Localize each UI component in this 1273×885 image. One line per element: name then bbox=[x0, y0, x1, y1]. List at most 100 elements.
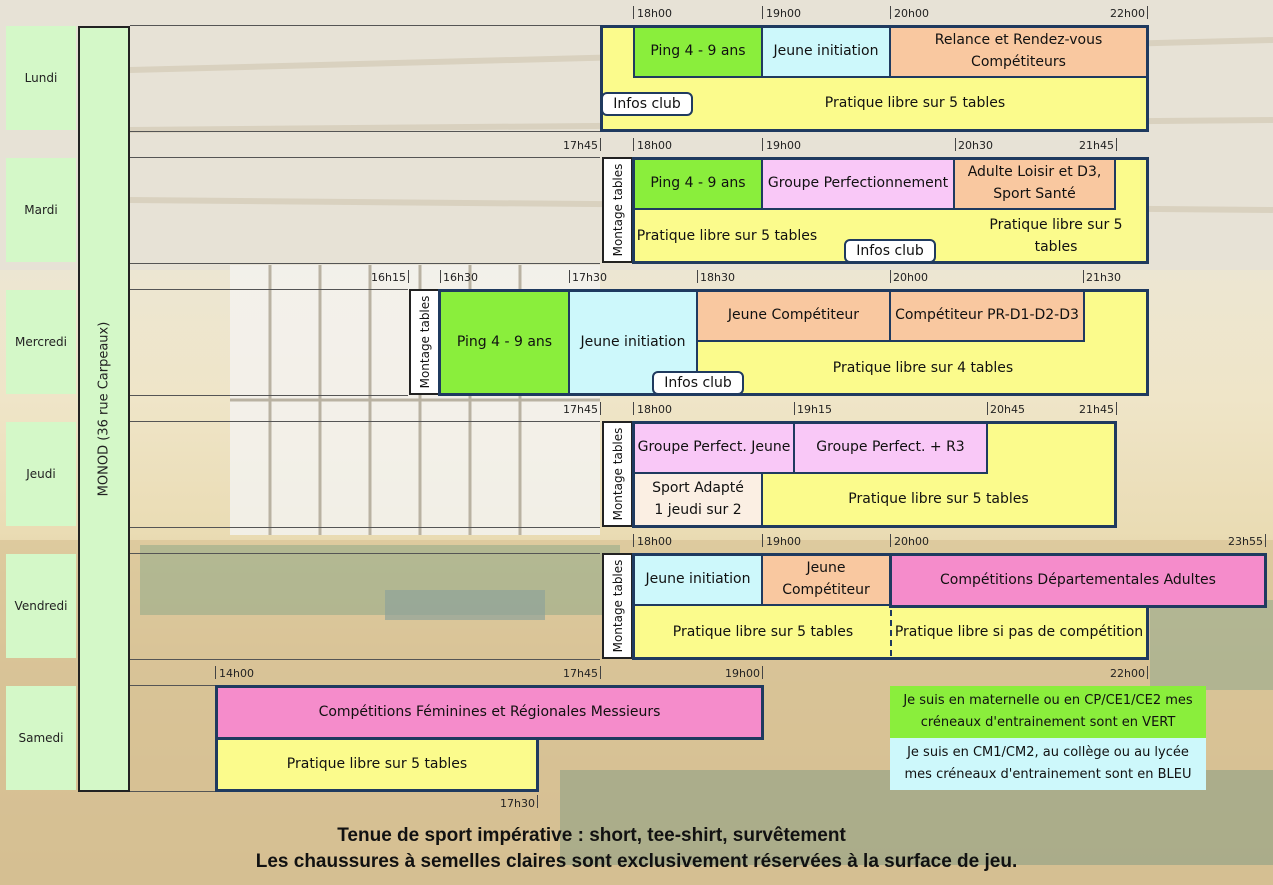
row-line bbox=[130, 685, 215, 686]
slot-mardi-groupe-perfectionnement: Groupe Perfectionnement bbox=[763, 160, 955, 210]
slot-mercredi-ping-4-9: Ping 4 - 9 ans bbox=[441, 292, 570, 393]
time-tick: 20h30 bbox=[958, 139, 993, 152]
slot-samedi-competitions: Compétitions Féminines et Régionales Mes… bbox=[215, 685, 764, 740]
slot-lundi-pratique-libre: Pratique libre sur 5 tables bbox=[700, 80, 1130, 128]
tick-mark bbox=[600, 402, 601, 415]
time-tick: 18h30 bbox=[700, 271, 735, 284]
tick-mark bbox=[537, 795, 538, 808]
time-tick: 19h00 bbox=[725, 667, 760, 680]
time-tick: 19h00 bbox=[766, 139, 801, 152]
day-label-mercredi: Mercredi bbox=[6, 290, 76, 394]
time-tick: 21h30 bbox=[1086, 271, 1121, 284]
montage-label: Montage tables bbox=[610, 559, 625, 653]
dashed-divider bbox=[890, 610, 892, 656]
tick-mark bbox=[762, 138, 763, 151]
time-tick: 21h45 bbox=[1079, 139, 1114, 152]
montage-label: Montage tables bbox=[610, 163, 625, 257]
legend-green-line2: créneaux d'entrainement sont en VERT bbox=[920, 715, 1176, 730]
montage-label: Montage tables bbox=[610, 427, 625, 521]
day-label-mardi: Mardi bbox=[6, 158, 76, 262]
time-tick: 19h00 bbox=[766, 7, 801, 20]
time-tick: 22h00 bbox=[1110, 667, 1145, 680]
time-tick: 17h30 bbox=[572, 271, 607, 284]
slot-lundi-jeune-initiation: Jeune initiation bbox=[763, 28, 891, 78]
slot-vendredi-jeune-competiteur: Jeune Compétiteur bbox=[763, 556, 891, 606]
tick-mark bbox=[600, 138, 601, 151]
tick-mark bbox=[890, 270, 891, 283]
tick-mark bbox=[890, 534, 891, 547]
tick-mark bbox=[1116, 402, 1117, 415]
tick-mark bbox=[762, 666, 763, 679]
tick-mark bbox=[987, 402, 988, 415]
day-label-lundi: Lundi bbox=[6, 26, 76, 130]
time-tick: 19h15 bbox=[797, 403, 832, 416]
slot-jeudi-groupe-perfect-jeune: Groupe Perfect. Jeune bbox=[635, 424, 795, 474]
slot-vendredi-pratique-libre-si-pas-competition: Pratique libre si pas de compétition bbox=[892, 610, 1146, 656]
slot-lundi-ping-4-9: Ping 4 - 9 ans bbox=[635, 28, 763, 78]
time-tick: 20h00 bbox=[893, 271, 928, 284]
row-line bbox=[130, 263, 600, 264]
slot-label-line2: Compétiteur bbox=[782, 582, 870, 598]
footer-text-2: Les chaussures à semelles claires sont e… bbox=[255, 851, 1018, 872]
infos-club-badge: Infos club bbox=[601, 92, 693, 116]
row-line bbox=[130, 395, 408, 396]
slot-lundi-relance: Relance et Rendez-vous Compétiteurs bbox=[891, 28, 1146, 78]
montage-tables-mercredi: Montage tables bbox=[409, 289, 440, 395]
row-line bbox=[130, 131, 600, 132]
time-tick: 17h30 bbox=[500, 797, 535, 810]
day-label-samedi: Samedi bbox=[6, 686, 76, 790]
slot-samedi-pratique-libre: Pratique libre sur 5 tables bbox=[215, 737, 539, 792]
tick-mark bbox=[440, 270, 441, 283]
slot-label-line1: Adulte Loisir et D3, bbox=[967, 164, 1102, 181]
day-label-vendredi: Vendredi bbox=[6, 554, 76, 658]
tick-mark bbox=[633, 402, 634, 415]
slot-jeudi-sport-adapte: Sport Adapté 1 jeudi sur 2 bbox=[635, 474, 763, 525]
slot-vendredi-jeune-initiation: Jeune initiation bbox=[635, 556, 763, 606]
time-tick: 17h45 bbox=[563, 667, 598, 680]
day-label-jeudi: Jeudi bbox=[6, 422, 76, 526]
tick-mark bbox=[215, 666, 216, 679]
slot-jeudi-groupe-perfect-r3: Groupe Perfect. + R3 bbox=[795, 424, 988, 474]
tick-mark bbox=[633, 534, 634, 547]
time-tick: 17h45 bbox=[563, 403, 598, 416]
time-tick: 22h00 bbox=[1110, 7, 1145, 20]
time-tick: 18h00 bbox=[637, 139, 672, 152]
tick-mark bbox=[1265, 534, 1266, 547]
tick-mark bbox=[1147, 666, 1148, 679]
legend-blue: Je suis en CM1/CM2, au collège ou au lyc… bbox=[890, 738, 1206, 790]
row-line bbox=[130, 659, 600, 660]
row-line bbox=[130, 527, 600, 528]
legend-green-line1: Je suis en maternelle ou en CP/CE1/CE2 m… bbox=[903, 693, 1193, 708]
time-tick: 18h00 bbox=[637, 7, 672, 20]
row-line bbox=[130, 25, 600, 26]
row-line bbox=[130, 791, 215, 792]
time-tick: 23h55 bbox=[1228, 535, 1263, 548]
slot-mercredi-pratique-libre: Pratique libre sur 4 tables bbox=[740, 352, 1106, 386]
tick-mark bbox=[762, 534, 763, 547]
legend-blue-line2: mes créneaux d'entrainement sont en BLEU bbox=[904, 767, 1192, 782]
time-tick: 17h45 bbox=[563, 139, 598, 152]
legend-green: Je suis en maternelle ou en CP/CE1/CE2 m… bbox=[890, 686, 1206, 738]
slot-jeudi-pratique-libre: Pratique libre sur 5 tables bbox=[763, 476, 1114, 524]
slot-mardi-pratique-libre-1: Pratique libre sur 5 tables bbox=[636, 224, 818, 250]
slot-mercredi-competiteur-pr: Compétiteur PR-D1-D2-D3 bbox=[891, 292, 1085, 342]
venue-label: MONOD (36 rue Carpeaux) bbox=[96, 321, 112, 497]
time-tick: 19h00 bbox=[766, 535, 801, 548]
tick-mark bbox=[955, 138, 956, 151]
slot-mercredi-jeune-competiteur: Jeune Compétiteur bbox=[698, 292, 891, 342]
tick-mark bbox=[600, 666, 601, 679]
row-line bbox=[130, 289, 408, 290]
footer-line-1: Tenue de sport impérative : short, tee-s… bbox=[0, 825, 1273, 847]
tick-mark bbox=[762, 6, 763, 19]
infos-club-badge: Infos club bbox=[844, 239, 936, 263]
tick-mark bbox=[1147, 6, 1148, 19]
time-tick: 18h00 bbox=[637, 535, 672, 548]
time-tick: 14h00 bbox=[219, 667, 254, 680]
slot-vendredi-competitions-departementales: Compétitions Départementales Adultes bbox=[889, 553, 1267, 608]
slot-mardi-pratique-libre-2: Pratique libre sur 5 tables bbox=[966, 217, 1146, 255]
footer-line-2: Les chaussures à semelles claires sont e… bbox=[0, 851, 1273, 873]
venue-column: MONOD (36 rue Carpeaux) bbox=[78, 26, 130, 792]
slot-vendredi-pratique-libre: Pratique libre sur 5 tables bbox=[636, 610, 890, 656]
infos-club-badge: Infos club bbox=[652, 371, 744, 395]
slot-label-line1: Jeune bbox=[806, 560, 846, 577]
